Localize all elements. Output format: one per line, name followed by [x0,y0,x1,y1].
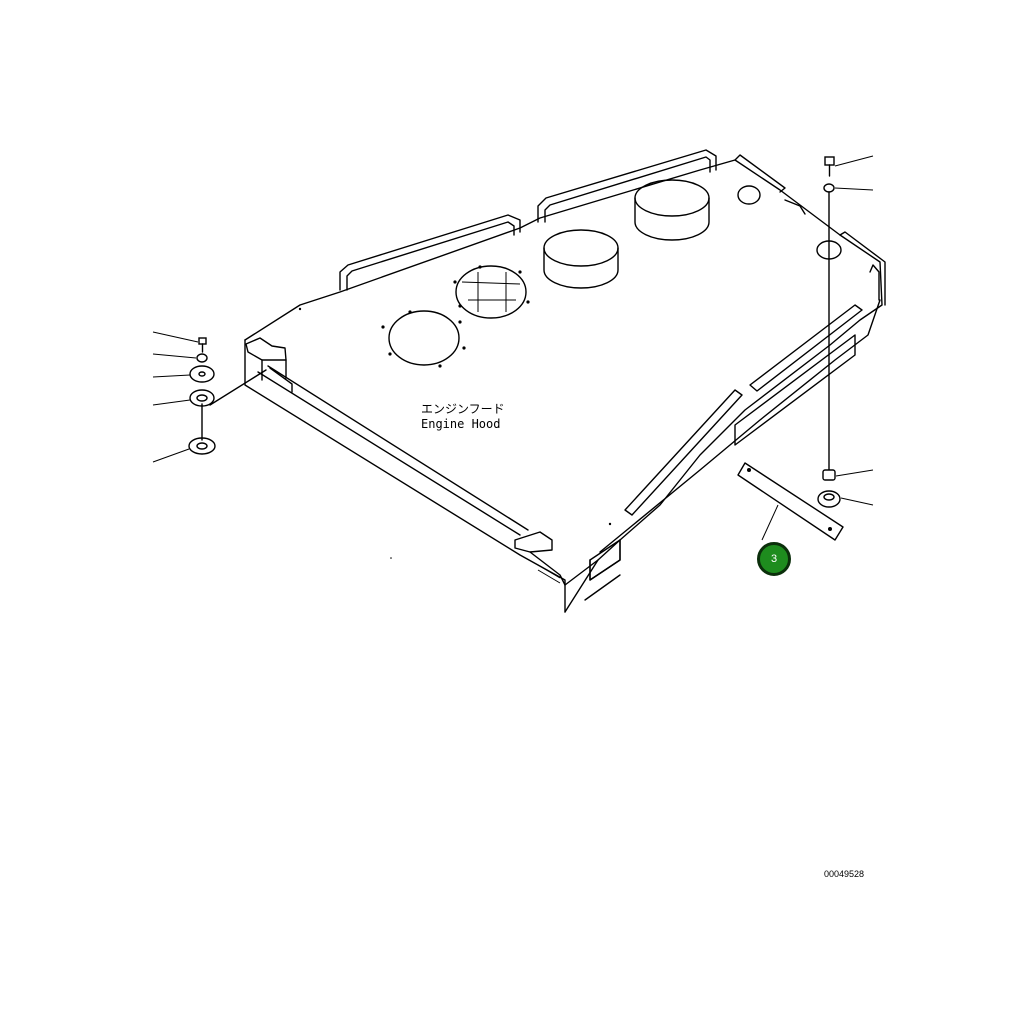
callout-item-3[interactable]: 3 [757,542,791,576]
fan-opening [453,265,530,319]
handrail-middle [537,149,717,223]
handrail-right-side [624,304,863,516]
right-fastener-stack [817,155,874,508]
handrail-left [339,214,521,291]
left-fastener-stack [152,331,267,463]
drawing-number: 00049528 [824,869,865,879]
front-bracket [514,531,566,586]
mounting-strap [737,462,844,541]
duct-ring-2 [634,179,710,241]
side-slot-panels [589,334,856,581]
left-bracket [245,337,293,393]
round-opening-left [381,310,466,368]
engine-hood-panel [244,154,886,613]
part-label-english: Engine Hood [421,417,501,431]
duct-ring-1 [543,229,619,289]
part-label-japanese: エンジンフード [421,402,505,416]
